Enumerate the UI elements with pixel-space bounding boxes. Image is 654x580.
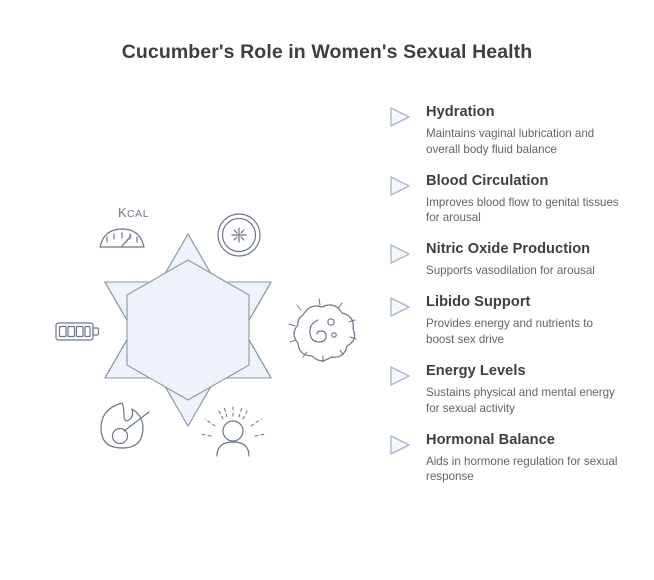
feature-item-energy-levels[interactable]: Energy Levels Sustains physical and ment… bbox=[388, 362, 640, 416]
feature-item-blood-circulation[interactable]: Blood Circulation Improves blood flow to… bbox=[388, 172, 640, 226]
svg-text:CAL: CAL bbox=[127, 208, 149, 220]
radiant-person-icon bbox=[199, 404, 267, 457]
triangle-right-icon bbox=[388, 106, 412, 128]
feature-description: Supports vasodilation for arousal bbox=[426, 264, 595, 278]
triangle-right-icon bbox=[388, 365, 412, 387]
page-title: Cucumber's Role in Women's Sexual Health bbox=[121, 41, 533, 63]
feature-description: Sustains physical and mental energy for … bbox=[426, 386, 615, 415]
triangle-right-icon bbox=[388, 243, 412, 265]
triangle-right-icon bbox=[388, 434, 412, 456]
cell-molecule-icon bbox=[288, 298, 357, 363]
feature-item-nitric-oxide-production[interactable]: Nitric Oxide Production Supports vasodil… bbox=[388, 240, 640, 279]
feature-list: Hydration Maintains vaginal lubrication … bbox=[388, 103, 640, 485]
feature-title: Energy Levels bbox=[426, 363, 526, 380]
feature-item-hydration[interactable]: Hydration Maintains vaginal lubrication … bbox=[388, 103, 640, 157]
feature-title: Nitric Oxide Production bbox=[426, 241, 591, 258]
feature-title: Blood Circulation bbox=[426, 172, 549, 189]
hexagon-star-diagram: K CAL bbox=[18, 150, 358, 510]
kcal-gauge-icon: K CAL bbox=[99, 205, 149, 248]
burst-circle-icon bbox=[217, 213, 261, 257]
feature-title: Libido Support bbox=[426, 294, 531, 311]
feature-title: Hormonal Balance bbox=[426, 431, 555, 448]
triangle-right-icon bbox=[388, 175, 412, 197]
feature-item-hormonal-balance[interactable]: Hormonal Balance Aids in hormone regulat… bbox=[388, 431, 640, 485]
feature-description: Maintains vaginal lubrication and overal… bbox=[426, 127, 595, 156]
feature-title: Hydration bbox=[426, 104, 495, 120]
svg-text:K: K bbox=[118, 205, 127, 220]
feature-description: Improves blood flow to genital tissues f… bbox=[426, 195, 619, 225]
feature-description: Aids in hormone regulation for sexual re… bbox=[426, 454, 618, 484]
diagram-center-hexagon bbox=[126, 259, 250, 401]
feature-item-libido-support[interactable]: Libido Support Provides energy and nutri… bbox=[388, 293, 640, 347]
battery-icon bbox=[55, 322, 100, 341]
flame-icon bbox=[100, 402, 150, 449]
triangle-right-icon bbox=[388, 296, 412, 318]
feature-description: Provides energy and nutrients to boost s… bbox=[426, 317, 593, 347]
